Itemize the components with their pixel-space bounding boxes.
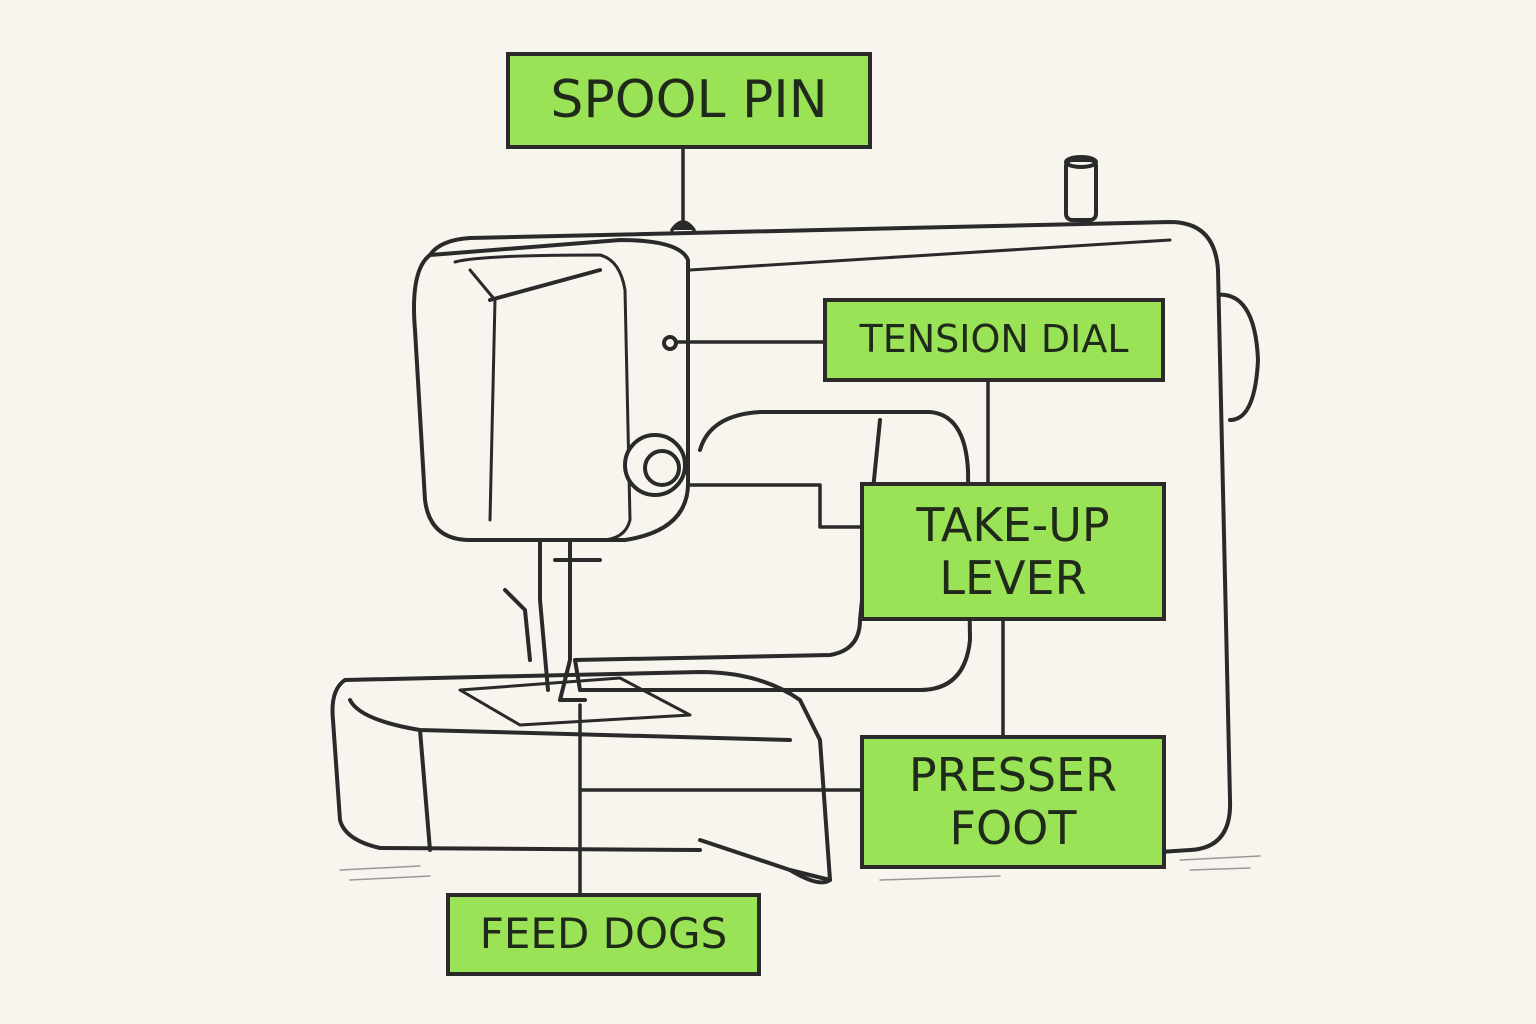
machine-bed xyxy=(330,670,832,882)
label-presser-foot: PRESSER FOOT xyxy=(860,735,1166,869)
label-spool-pin: SPOOL PIN xyxy=(506,52,872,149)
leader-lines xyxy=(578,146,1005,895)
needle-plate xyxy=(458,676,692,727)
machine-head xyxy=(412,238,691,542)
handwheel-icon xyxy=(1213,292,1260,422)
label-feed-dogs: FEED DOGS xyxy=(446,893,761,976)
needle-bar xyxy=(503,538,602,702)
take-up-knob-icon xyxy=(623,433,687,497)
arm-opening xyxy=(573,410,972,692)
label-take-up-lever: TAKE-UP LEVER xyxy=(860,482,1166,621)
spool-pin-icon xyxy=(1064,155,1098,222)
label-tension-dial: TENSION DIAL xyxy=(823,298,1165,382)
